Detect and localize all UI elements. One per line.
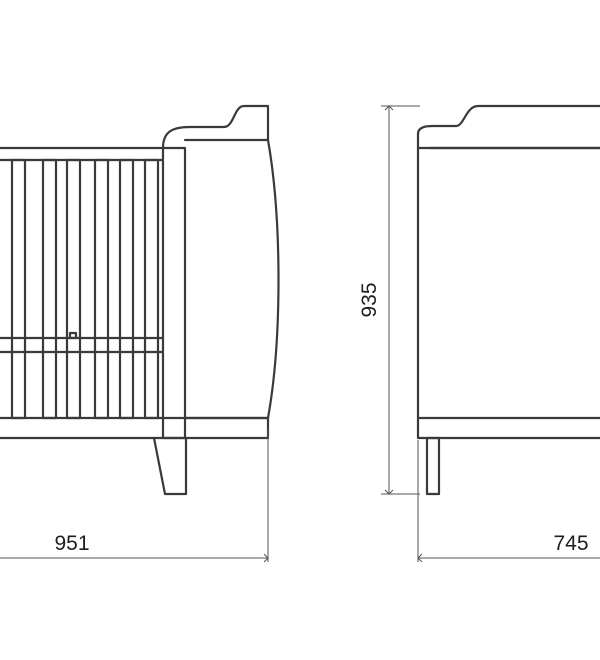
front-slats (10, 158, 160, 420)
front-corner-post (161, 146, 187, 440)
width-dimension (0, 428, 269, 563)
mattress-support (0, 331, 165, 354)
side-view (416, 104, 600, 496)
height-dimension-label: 935 (358, 282, 381, 317)
front-leg (152, 436, 188, 496)
width-dimension-label: 951 (54, 532, 89, 555)
height-dimension (381, 105, 420, 495)
front-bottom-rail (0, 416, 270, 440)
side-panel-outline (416, 146, 600, 420)
side-bottom-rail (416, 416, 600, 440)
depth-dimension-label: 745 (553, 532, 588, 555)
front-end-panel (161, 104, 280, 420)
depth-dimension (417, 440, 600, 563)
front-top-rail (0, 146, 165, 162)
side-leg (425, 436, 441, 496)
side-headboard-cap (416, 104, 600, 150)
front-view (0, 104, 280, 496)
